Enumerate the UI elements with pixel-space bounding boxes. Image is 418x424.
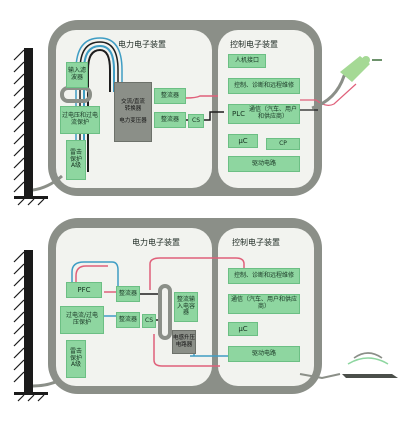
top-control-diag-module: 控制、诊断和远程维修 [228, 78, 300, 94]
primary-input-label: 整流输入电容器 [176, 295, 195, 317]
top-connector [311, 56, 382, 110]
bottom-rectifier-bottom-label: 整流器 [118, 315, 137, 323]
top-comm-label: 通信（汽车、用户和供应商） [249, 106, 298, 120]
bottom-drive-label: 驱动电路 [251, 349, 276, 357]
bottom-overcurrent-module: 过电流/过电压保护 [60, 306, 104, 334]
top-uc-label: μC [238, 136, 248, 145]
bottom-cs-module: CS [142, 314, 156, 328]
top-cs-label: CS [192, 116, 200, 124]
top-drive-label: 驱动电路 [251, 159, 276, 167]
bottom-control-diag-module: 控制、诊断和远程维修 [228, 268, 300, 284]
top-cs-module: CS [188, 114, 204, 128]
input-filter-label: 输入滤波器 [68, 67, 87, 81]
cp-label: CP [279, 139, 287, 147]
bottom-uc-label: μC [238, 324, 248, 333]
bottom-rectifier-bottom: 整流器 [116, 312, 140, 328]
bottom-uc-module: μC [228, 322, 258, 336]
top-drive-module: 驱动电路 [228, 156, 300, 172]
resonance-block: 电感升压电路器 [172, 330, 196, 354]
plc-label: PLC [232, 109, 246, 118]
overcurrent-label: 过电压和过电流保护 [62, 112, 99, 126]
surge-protect-label: 雷击保护A级 [70, 148, 83, 170]
resonance-label: 电感升压电路器 [173, 335, 196, 348]
overcurrent-module: 过电压和过电流保护 [60, 106, 100, 134]
top-rectifier-bottom: 整流器 [154, 112, 186, 128]
bottom-wall [13, 250, 48, 402]
bottom-comm-label: 通信（汽车、用户和供应商） [231, 296, 298, 310]
top-comm-module: PLC 通信（汽车、用户和供应商） [228, 104, 300, 124]
bottom-surge-protect-module: 雷击保护A级 [66, 340, 86, 378]
top-control-title: 控制电子装置 [230, 40, 278, 49]
pfc-module: PFC [66, 282, 102, 298]
surge-protect-module: 雷击保护A级 [66, 140, 86, 180]
converter-line-2: 转换器 [124, 105, 142, 112]
bottom-control-diag-label: 控制、诊断和远程维修 [233, 271, 294, 279]
wireless-pad [342, 352, 398, 378]
top-rectifier-top: 整流器 [154, 88, 186, 104]
bottom-surge-protect-label: 雷击保护A级 [70, 347, 83, 369]
bottom-cs-label: CS [145, 316, 153, 324]
bottom-rectifier-top: 整流器 [116, 286, 140, 302]
converter-line-1: 交流/直流 [121, 99, 145, 106]
top-uc-module: μC [228, 134, 258, 148]
hmi-label: 人机接口 [234, 56, 259, 64]
pfc-label: PFC [77, 285, 91, 294]
bottom-comm-module: 通信（汽车、用户和供应商） [228, 294, 300, 314]
cp-module: CP [266, 138, 300, 150]
top-power-title: 电力电子装置 [118, 40, 166, 49]
converter-block: 交流/直流 转换器 电力变压器 [114, 82, 152, 142]
top-rectifier-bottom-label: 整流器 [160, 115, 179, 123]
primary-input-module: 整流输入电容器 [174, 292, 198, 322]
top-control-diag-label: 控制、诊断和远程维修 [233, 81, 294, 89]
hmi-module: 人机接口 [228, 54, 266, 68]
top-wall [13, 48, 48, 206]
bottom-overcurrent-label: 过电流/过电压保护 [65, 312, 99, 326]
bottom-power-title: 电力电子装置 [132, 238, 180, 247]
transformer-label: 电力变压器 [119, 118, 147, 125]
bottom-drive-module: 驱动电路 [228, 346, 300, 362]
top-rectifier-top-label: 整流器 [160, 91, 179, 99]
bottom-rectifier-top-label: 整流器 [118, 289, 137, 297]
bottom-control-title: 控制电子装置 [232, 238, 280, 247]
input-filter-module: 输入滤波器 [66, 62, 88, 88]
